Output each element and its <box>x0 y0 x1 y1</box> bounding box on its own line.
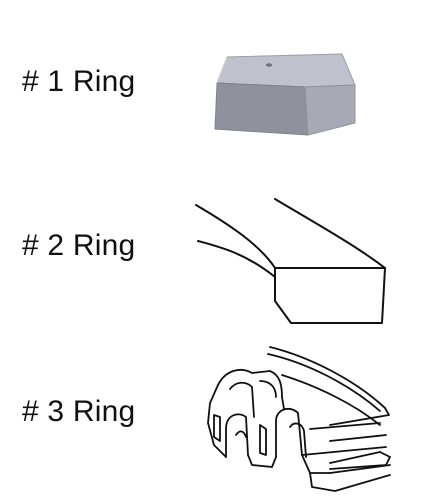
ring-1-label: # 1 Ring <box>22 65 136 98</box>
ring-2-cross-section-icon <box>195 198 386 324</box>
ring-2-label: # 2 Ring <box>22 229 136 262</box>
ring-1-block-icon <box>214 53 356 136</box>
ring-3-label: # 3 Ring <box>22 395 136 428</box>
ring-3-oil-ring-icon <box>207 346 391 492</box>
